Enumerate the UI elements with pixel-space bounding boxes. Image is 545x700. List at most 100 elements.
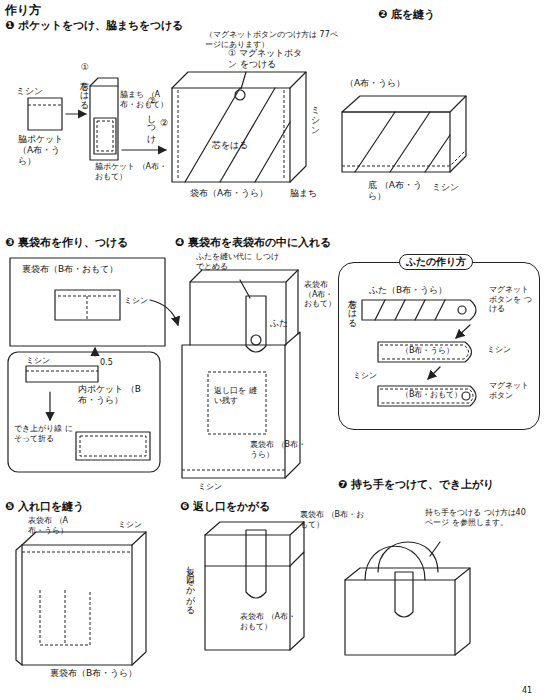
stitch-line bbox=[22, 552, 132, 553]
part-note: マグネット ボタン bbox=[489, 381, 539, 400]
part-name: 裏袋布 （B布・おもて） bbox=[300, 510, 370, 529]
gusset-piece bbox=[90, 78, 118, 160]
part-name: 脇ポケット （A布・おもて） bbox=[95, 162, 170, 181]
lining-bag bbox=[205, 522, 304, 566]
part-name: 表袋布 （A布・おもて） bbox=[240, 612, 300, 631]
stitch-line bbox=[28, 105, 62, 106]
leader-line bbox=[240, 280, 250, 298]
step-note: ふたを縫い代に しつけでとめる bbox=[196, 252, 280, 271]
step-heading: ❶ ポケットをつけ、脇まちをつける bbox=[5, 19, 183, 32]
pocket-outline bbox=[40, 590, 90, 645]
part-note: 芯をはる bbox=[212, 140, 248, 151]
dimension: 0.5 bbox=[100, 358, 113, 368]
stitch-line bbox=[26, 371, 98, 372]
step-note: でき上がり線 にそって折る bbox=[14, 424, 74, 443]
reference-note: （マグネットボタンのつけ方は 77ページにあります） bbox=[205, 30, 345, 49]
part-name: ふた bbox=[270, 318, 288, 329]
panel-heading: ふたの作り方 bbox=[399, 254, 473, 270]
interfacing-hatch bbox=[185, 88, 290, 182]
magnet-button bbox=[235, 90, 245, 100]
stitch-line bbox=[342, 150, 466, 166]
lining-bag bbox=[190, 270, 298, 345]
part-note: マグネット ボタンを つける bbox=[489, 285, 539, 314]
part-note: ミシン bbox=[124, 296, 148, 306]
part-name: 裏袋布（B布・おもて） bbox=[22, 264, 118, 275]
flap-piece bbox=[378, 386, 476, 406]
step-heading: ❼ 持ち手をつけて、でき上がり bbox=[338, 478, 494, 491]
box-rim bbox=[342, 96, 466, 112]
outer-bag-side bbox=[285, 332, 300, 478]
reference-note: 持ち手をつける つけ方は40ページ を参照します。 bbox=[425, 508, 530, 527]
step-arrow bbox=[122, 149, 166, 150]
step-heading: ❷ 底を縫う bbox=[378, 8, 435, 21]
part-note: ミシン bbox=[26, 356, 50, 366]
part-name: （A布・うら） bbox=[345, 78, 405, 89]
step-note: 返し口を 縫い残す bbox=[214, 386, 262, 405]
leader-line bbox=[241, 72, 246, 89]
instruction-panel: ふたの作り方ふた（B布・うら）芯をはるマグネット ボタンを つけるミシン（B布・… bbox=[338, 262, 540, 430]
part-note: ミシン bbox=[118, 520, 142, 530]
part-name: 脇まち bbox=[290, 188, 317, 199]
magnet-button bbox=[458, 306, 466, 314]
step-heading: ❺ 入れ口を縫う bbox=[5, 500, 84, 513]
bag-side bbox=[132, 532, 146, 665]
part-name: 内ポケット （B布・うら） bbox=[78, 384, 153, 406]
fold-line bbox=[90, 85, 118, 86]
opening-outline bbox=[208, 372, 266, 434]
folded-pocket bbox=[76, 432, 150, 460]
step-note: 返し口をかがる bbox=[185, 560, 196, 610]
stitch-line bbox=[182, 470, 285, 471]
magnet-button bbox=[251, 335, 261, 345]
page-number: 41 bbox=[522, 686, 532, 696]
box-side bbox=[450, 96, 466, 172]
outer-bag-side bbox=[290, 552, 304, 650]
callout-number: ② bbox=[160, 118, 168, 129]
stitch-line bbox=[380, 389, 473, 403]
inner-pocket bbox=[55, 290, 120, 320]
flap bbox=[246, 296, 266, 352]
bag-front bbox=[22, 545, 132, 665]
step-arrow bbox=[66, 113, 86, 114]
stitch-line bbox=[178, 90, 284, 180]
flap bbox=[246, 530, 266, 598]
lining-bag bbox=[190, 270, 298, 345]
part-name: 表袋布 （A布・ おもて） bbox=[304, 280, 340, 309]
stitch-line bbox=[97, 121, 113, 151]
stitch-line bbox=[58, 296, 117, 320]
part-name: 裏袋布 （B布・うら） bbox=[250, 440, 310, 459]
part-note: （B布・おもて） bbox=[401, 390, 463, 400]
step-note: ① マグネットボタン をつける bbox=[228, 48, 310, 70]
part-note: ミシン bbox=[353, 371, 377, 381]
side-pocket bbox=[94, 118, 116, 154]
part-note: 芯をはる bbox=[347, 293, 358, 323]
part-note: ミシン bbox=[16, 86, 43, 97]
stitch-line bbox=[380, 345, 469, 359]
part-name: 底 （A布・うら） bbox=[368, 180, 428, 202]
step-arrow bbox=[94, 348, 95, 356]
fold-line bbox=[80, 436, 146, 456]
part-note: ミシン bbox=[487, 345, 511, 355]
bag-front bbox=[345, 580, 455, 655]
part-note: ミシン bbox=[198, 482, 222, 492]
part-name: 裏袋布（B布・うら） bbox=[50, 668, 137, 679]
outer-bag-front bbox=[205, 566, 290, 650]
step-arrow bbox=[456, 325, 470, 338]
box-front bbox=[342, 112, 450, 172]
step-heading: ❸ 裏袋布を作り、つける bbox=[5, 236, 128, 249]
bag-top bbox=[345, 568, 470, 580]
inset-panel bbox=[8, 352, 160, 472]
lining-fabric bbox=[10, 258, 165, 346]
flap-piece bbox=[362, 300, 476, 320]
step-heading: ❻ 返し口をかがる bbox=[180, 500, 270, 513]
step-note: ① 芯をはる bbox=[79, 62, 90, 105]
part-name: 脇まち （A布・おもて） bbox=[120, 90, 172, 109]
step-arrow bbox=[428, 367, 440, 379]
step-arrow bbox=[49, 392, 50, 420]
flap-piece bbox=[378, 342, 472, 362]
step-arrow bbox=[150, 300, 178, 325]
bag-side bbox=[290, 72, 306, 182]
leader-line bbox=[430, 542, 440, 556]
pocket-piece bbox=[28, 98, 62, 130]
